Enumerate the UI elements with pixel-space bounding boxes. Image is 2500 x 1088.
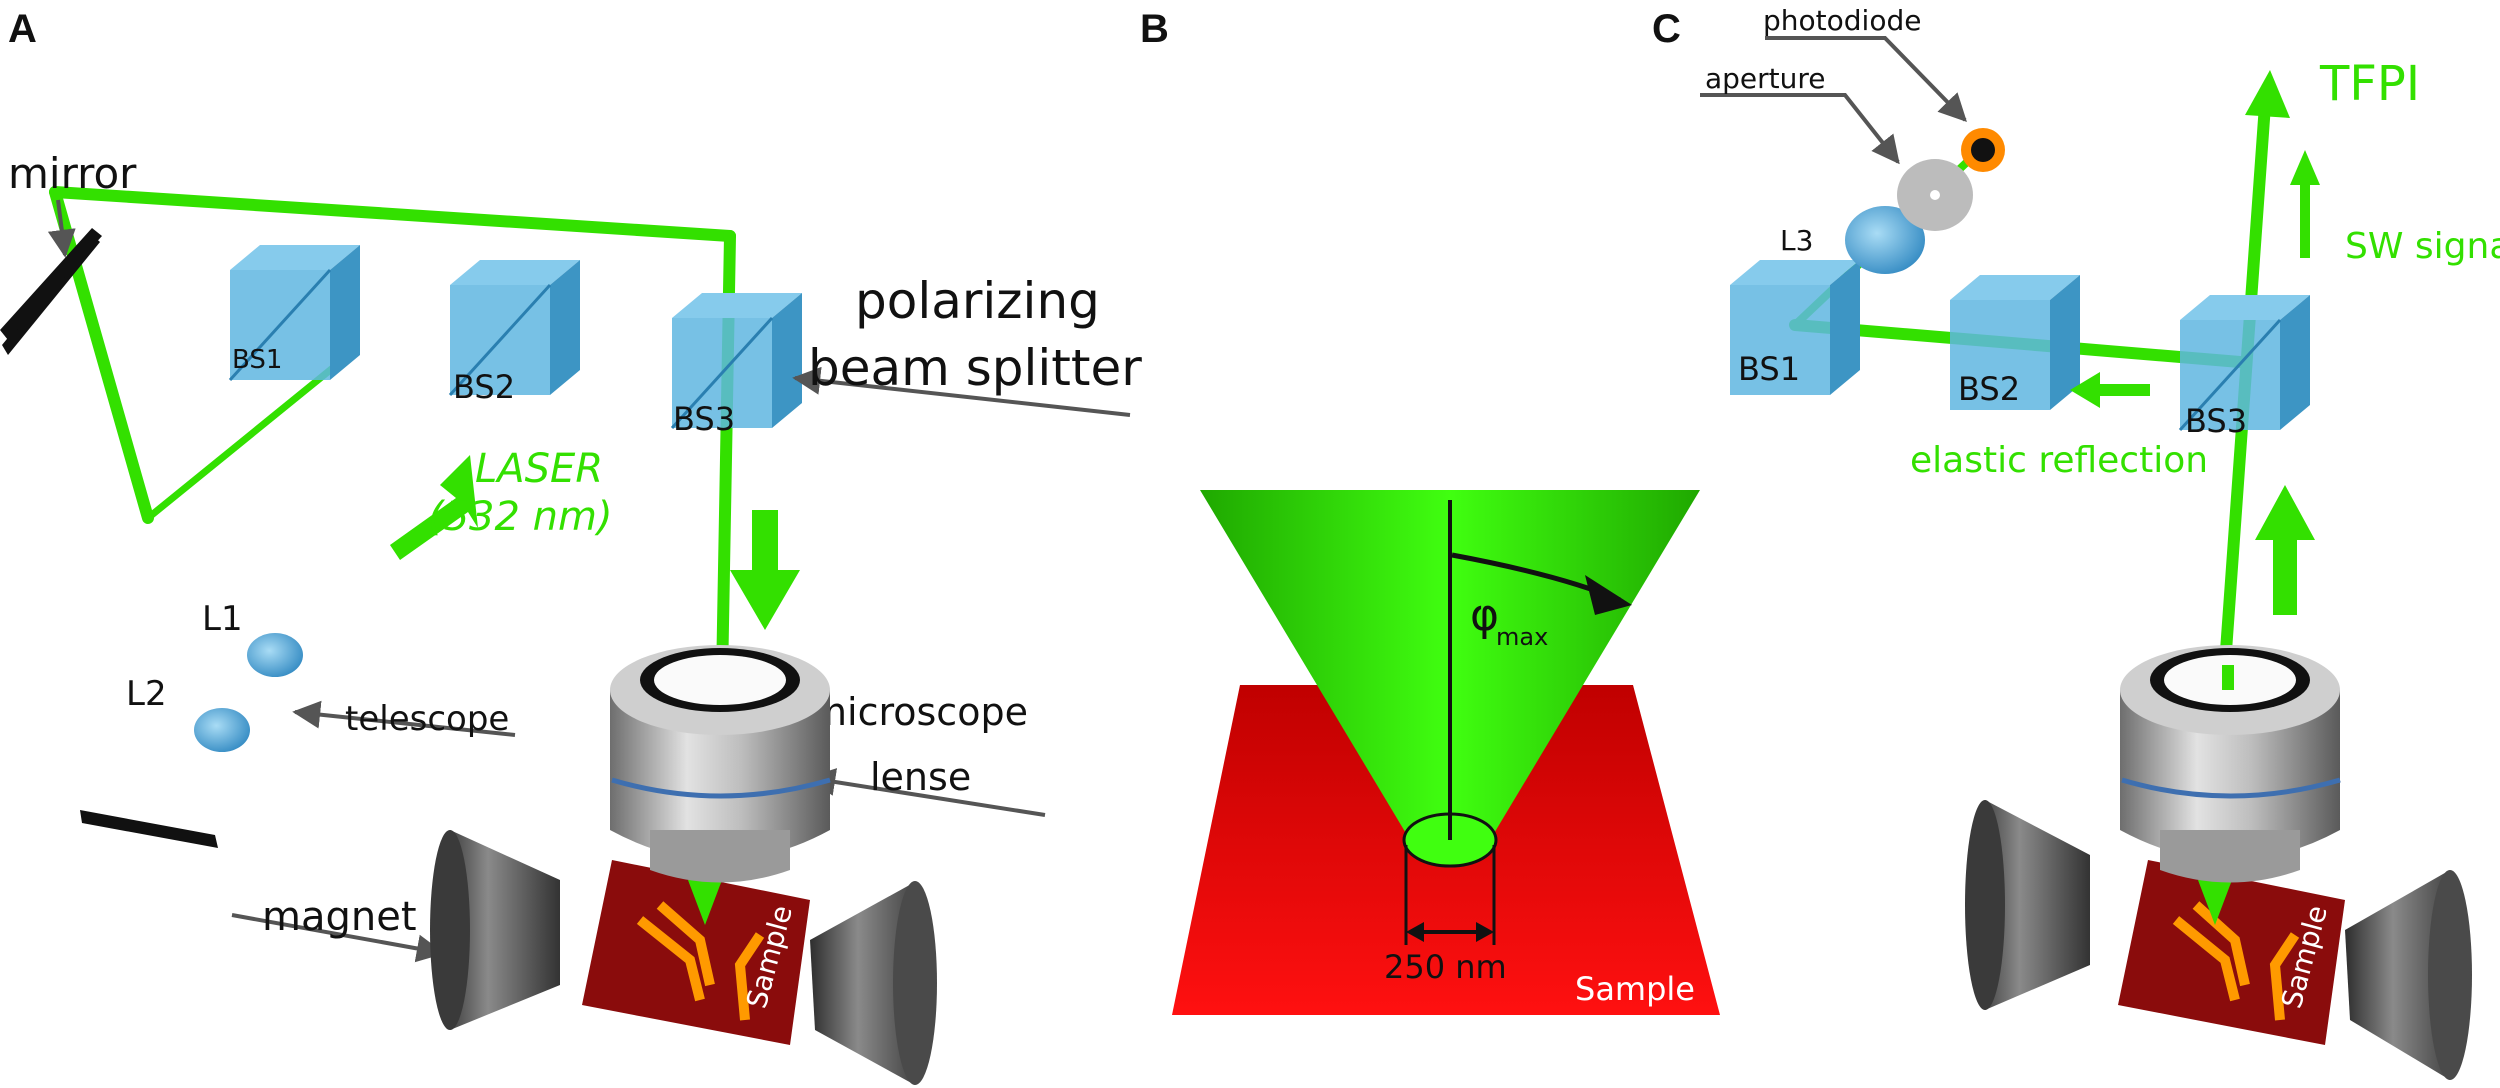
bottom-mirror — [80, 810, 218, 848]
l3-label: L3 — [1780, 224, 1813, 257]
sw-signal-label: SW signal — [2345, 226, 2500, 267]
spot-size-label: 250 nm — [1384, 948, 1507, 986]
elastic-label: elastic reflection — [1910, 440, 2208, 481]
c-bs2-label: BS2 — [1958, 370, 2020, 408]
aperture-hole — [1930, 190, 1940, 200]
photodiode-pointer — [1765, 36, 1967, 123]
mirror-label: mirror — [8, 149, 137, 198]
microscope-objective-a — [610, 645, 831, 883]
photodiode-sensor — [1971, 138, 1995, 162]
panel-c: C BS1 BS2 BS3 L3 — [1652, 4, 2500, 1080]
lens-l1 — [247, 633, 303, 677]
bs3-label: BS3 — [673, 400, 735, 438]
sw-signal-arrow — [2290, 150, 2320, 258]
c-bs1-label: BS1 — [1738, 350, 1800, 388]
bs1-label: BS1 — [232, 345, 282, 375]
magnet-label: magnet — [262, 894, 417, 940]
beam-splitter-c-bs2 — [1950, 275, 2080, 410]
phi-symbol: φ — [1470, 590, 1499, 641]
panel-b: B φ max 250 nm Sample — [1140, 7, 1720, 1015]
aperture-pointer — [1700, 93, 1900, 165]
laser-label-line2: (532 nm) — [428, 494, 613, 540]
pbs-label-line1: polarizing — [855, 272, 1100, 330]
down-arrow — [730, 510, 800, 630]
c-bs3-label: BS3 — [2185, 402, 2247, 440]
telescope-pointer — [292, 700, 516, 737]
magnet-right — [810, 881, 937, 1085]
microscope-label-line2: lense — [870, 755, 971, 799]
panel-a-letter: A — [8, 7, 37, 51]
laser-arrow — [390, 455, 478, 560]
beam-splitter-c-bs3 — [2178, 295, 2310, 432]
focus-cone-a — [688, 880, 722, 925]
focus-cone-c — [2198, 880, 2232, 925]
laser-label-line1: LASER — [475, 446, 603, 492]
magnet-c-right — [2345, 870, 2472, 1080]
beam-splitter-bs2 — [448, 260, 580, 397]
beam-splitter-c-bs1 — [1730, 260, 1860, 395]
angle-arrowhead — [1585, 575, 1632, 615]
elastic-arrow — [2070, 372, 2150, 408]
tfpi-arrowhead — [2245, 70, 2290, 118]
spot-dim-arrow-right — [1476, 922, 1494, 942]
mirror-pointer — [47, 199, 76, 258]
pbs-pointer — [792, 366, 1131, 417]
microscope-pointer — [807, 768, 1046, 817]
phi-subscript: max — [1496, 623, 1548, 651]
microscope-label-line1: microscope — [810, 690, 1028, 734]
magnet-pointer — [231, 913, 445, 963]
top-mirror-face — [0, 228, 102, 340]
spot-dim-arrow-left — [1406, 922, 1424, 942]
bs2-label: BS2 — [453, 368, 515, 406]
panel-a: A BS1 B — [0, 7, 1142, 1085]
laser-beams — [49, 186, 736, 686]
sample-c: Sample — [2118, 860, 2345, 1045]
tfpi-label: TFPI — [2319, 56, 2420, 112]
magnet-left — [430, 830, 560, 1030]
beam-splitter-bs1 — [228, 245, 360, 382]
pbs-label-line2: beam splitter — [808, 339, 1142, 397]
aperture-label: aperture — [1705, 62, 1826, 95]
lens-l2 — [194, 708, 250, 752]
beam-splitter-bs3 — [670, 293, 802, 430]
lens-l3 — [1845, 206, 1925, 274]
panel-b-letter: B — [1140, 7, 1169, 51]
photodiode-label: photodiode — [1763, 4, 1921, 37]
sample-a: Sample — [582, 860, 810, 1045]
l2-label: L2 — [126, 674, 167, 714]
upward-arrow — [2255, 485, 2315, 615]
l1-label: L1 — [202, 599, 243, 639]
telescope-label: telescope — [345, 699, 509, 739]
sample-label-b: Sample — [1575, 970, 1695, 1008]
panel-c-letter: C — [1652, 7, 1681, 51]
magnet-c-left — [1965, 800, 2090, 1010]
